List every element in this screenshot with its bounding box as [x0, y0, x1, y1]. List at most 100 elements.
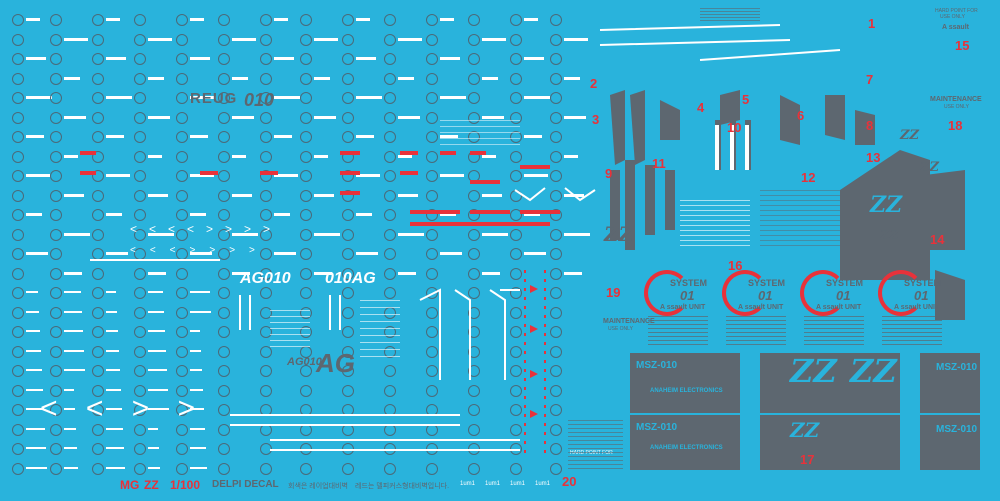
decal-index-marker	[92, 112, 104, 124]
decal-index-marker	[384, 170, 396, 182]
decal-index-marker	[468, 248, 480, 260]
decal-index-marker	[342, 287, 354, 299]
decal-index-marker	[550, 307, 562, 319]
decal-index-marker	[550, 443, 562, 455]
decal-index-marker	[12, 443, 24, 455]
decal-index-marker	[426, 268, 438, 280]
decal-dash	[106, 428, 123, 430]
decal-index-marker	[50, 268, 62, 280]
decal-dash	[148, 350, 166, 352]
decal-dash	[314, 194, 334, 197]
decal-dash	[314, 38, 338, 41]
decal-index-marker	[134, 34, 146, 46]
decal-index-marker	[550, 385, 562, 397]
decal-index-marker	[468, 365, 480, 377]
decal-dash	[440, 18, 454, 21]
decal-index-marker	[342, 92, 354, 104]
decal-dash	[482, 233, 508, 236]
zz-mark-grey-1: ZZ	[604, 222, 634, 246]
decal-index-marker	[176, 385, 188, 397]
decal-dash	[356, 252, 378, 255]
decal-index-marker	[260, 463, 272, 475]
decal-dash	[26, 389, 43, 391]
korean-note-1: 회색은 레이업대비벽	[288, 483, 348, 490]
decal-dash	[314, 116, 336, 119]
decal-index-marker	[260, 112, 272, 124]
decal-dash	[190, 96, 216, 99]
decal-index-marker	[92, 131, 104, 143]
decal-index-marker	[50, 424, 62, 436]
decal-index-marker	[176, 151, 188, 163]
decal-dash	[482, 194, 502, 197]
decal-index-marker	[134, 326, 146, 338]
decal-index-marker	[342, 131, 354, 143]
section-number-10: 10	[727, 120, 742, 135]
reug-label: REUG	[190, 90, 238, 107]
ag010-right: 010AG	[325, 270, 376, 287]
system-unit-label: A ssault UNIT	[738, 304, 784, 311]
decal-dash	[190, 447, 206, 449]
ring-mark	[722, 270, 768, 316]
decal-dash	[148, 447, 159, 449]
decal-dash	[106, 213, 122, 216]
system-fine-print	[726, 316, 786, 346]
decal-index-marker	[176, 404, 188, 416]
decal-index-marker	[50, 112, 62, 124]
decal-index-marker	[384, 268, 396, 280]
decal-index-marker	[176, 463, 188, 475]
decal-index-marker	[92, 307, 104, 319]
decal-index-marker	[12, 112, 24, 124]
decal-dash	[106, 369, 120, 371]
decal-dash	[64, 233, 90, 236]
decal-dash	[190, 408, 204, 410]
decal-index-marker	[176, 170, 188, 182]
zz-mark-big-1: ZZ	[790, 352, 837, 390]
decal-index-marker	[92, 34, 104, 46]
decal-index-marker	[92, 287, 104, 299]
hard-point-sub: USE ONLY	[940, 14, 965, 20]
decal-index-marker	[12, 287, 24, 299]
decal-dash	[64, 291, 81, 293]
decal-dash	[64, 447, 77, 449]
decal-index-marker	[468, 307, 480, 319]
decal-dash	[356, 135, 374, 138]
msz-label-4: MSZ-010	[936, 424, 978, 435]
decal-index-marker	[218, 463, 230, 475]
decal-dash	[524, 252, 546, 255]
decal-index-marker	[550, 404, 562, 416]
decal-index-marker	[134, 463, 146, 475]
decal-index-marker	[426, 346, 438, 358]
decal-index-marker	[260, 385, 272, 397]
decal-index-marker	[384, 73, 396, 85]
decal-dash	[106, 408, 122, 410]
decal-index-marker	[176, 424, 188, 436]
decal-index-marker	[218, 112, 230, 124]
decal-index-marker	[384, 112, 396, 124]
decal-dash	[232, 272, 250, 275]
big-chevrons: < < > >	[40, 392, 206, 425]
decal-index-marker	[300, 151, 312, 163]
decal-dash	[482, 155, 496, 158]
decal-index-marker	[92, 346, 104, 358]
decal-index-marker	[134, 151, 146, 163]
decal-index-marker	[384, 92, 396, 104]
decal-index-marker	[92, 365, 104, 377]
decal-index-marker	[176, 229, 188, 241]
korean-note-2: 레드는 델피커스형대비벽입니다.	[355, 483, 450, 490]
decal-index-marker	[426, 53, 438, 65]
title-zz: ZZ	[144, 478, 159, 492]
decal-index-marker	[176, 14, 188, 26]
decal-index-marker	[384, 151, 396, 163]
decal-index-marker	[218, 73, 230, 85]
decal-dash	[64, 77, 80, 80]
decal-index-marker	[176, 326, 188, 338]
decal-dash	[190, 252, 212, 255]
decal-index-marker	[50, 385, 62, 397]
decal-index-marker	[384, 14, 396, 26]
decal-dash	[232, 38, 256, 41]
decal-index-marker	[218, 404, 230, 416]
section-number-9: 9	[605, 166, 613, 181]
decal-index-marker	[92, 326, 104, 338]
